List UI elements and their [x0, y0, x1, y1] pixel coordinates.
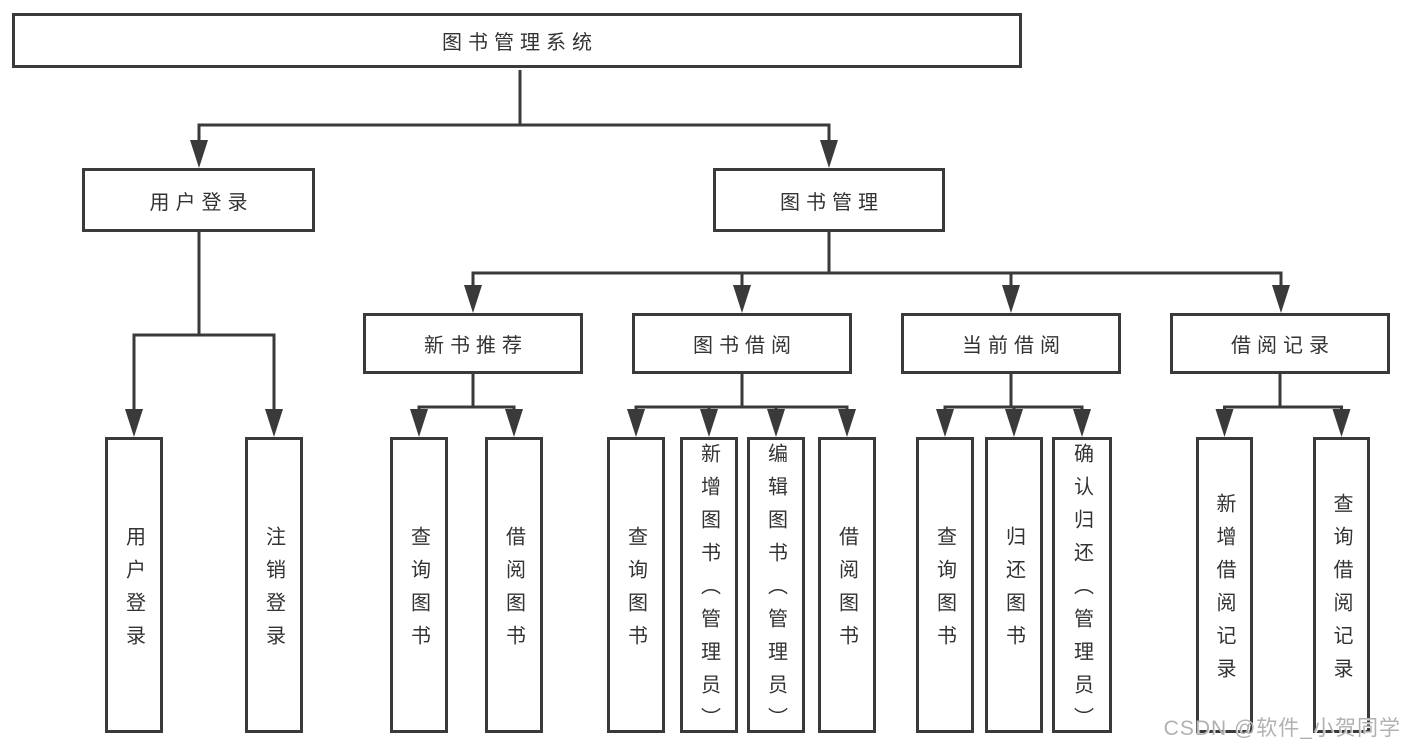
node-borrow-records: 借阅记录 — [1170, 313, 1390, 374]
leaf-confirm-return-admin-label: 确认归还（管理员） — [1070, 443, 1093, 740]
leaf-borrow-book: 借阅图书 — [818, 437, 876, 733]
arrowhead — [190, 140, 208, 168]
arrowhead — [1272, 285, 1290, 313]
arrowhead — [505, 409, 523, 437]
arrowhead — [627, 409, 645, 437]
arrowhead — [1002, 285, 1020, 313]
node-book-borrow: 图书借阅 — [632, 313, 852, 374]
leaf-edit-book-admin-label: 编辑图书（管理员） — [764, 443, 787, 740]
leaf-user-login: 用户登录 — [105, 437, 163, 733]
arrowhead — [1073, 409, 1091, 437]
node-user-login-label: 用户登录 — [149, 191, 254, 214]
connector-userlogin-to-leaves — [132, 232, 276, 416]
connector-bookmgmt-to-level3 — [471, 232, 1283, 292]
node-current-borrow: 当前借阅 — [901, 313, 1121, 374]
node-new-book-rec-label: 新书推荐 — [424, 335, 528, 357]
leaf-edit-book-admin: 编辑图书（管理员） — [747, 437, 805, 740]
node-borrow-records-label: 借阅记录 — [1231, 335, 1335, 357]
node-book-mgmt-label: 图书管理 — [780, 191, 884, 214]
leaf-add-book-admin-label: 新增图书（管理员） — [697, 443, 720, 740]
node-current-borrow-label: 当前借阅 — [962, 335, 1066, 357]
leaf-return-book: 归还图书 — [985, 437, 1043, 733]
arrowhead — [936, 409, 954, 437]
leaf-query-borrow-record-label: 查询借阅记录 — [1330, 492, 1352, 691]
node-new-book-rec: 新书推荐 — [363, 313, 583, 374]
leaf-confirm-return-admin: 确认归还（管理员） — [1052, 437, 1112, 740]
arrowhead — [838, 409, 856, 437]
arrowhead — [733, 285, 751, 313]
node-root: 图书管理系统 — [12, 13, 1022, 68]
arrowhead — [410, 409, 428, 437]
csdn-watermark: CSDN @软件_小贺同学 — [1163, 717, 1401, 740]
arrowhead — [464, 285, 482, 313]
node-book-borrow-label: 图书借阅 — [693, 335, 797, 357]
leaf-query-book-newrec-label: 查询图书 — [407, 525, 430, 658]
arrowhead — [700, 409, 718, 437]
arrowhead — [125, 409, 143, 437]
leaf-borrow-book-label: 借阅图书 — [835, 525, 858, 658]
connector-borrow-to-leaves — [634, 374, 849, 416]
leaf-add-borrow-record: 新增借阅记录 — [1196, 437, 1253, 733]
leaf-user-login-label: 用户登录 — [122, 525, 145, 658]
leaf-add-borrow-record-label: 新增借阅记录 — [1213, 492, 1235, 691]
arrowhead — [1332, 409, 1351, 437]
connector-newbook-to-leaves — [417, 374, 516, 416]
leaf-borrow-book-newrec-label: 借阅图书 — [502, 525, 525, 658]
arrowhead — [1005, 409, 1023, 437]
leaf-query-borrow-record: 查询借阅记录 — [1313, 437, 1370, 733]
leaf-logout-label: 注销登录 — [262, 525, 285, 658]
arrowhead — [767, 409, 785, 437]
arrowhead — [820, 140, 838, 168]
arrowhead — [1215, 409, 1234, 437]
node-book-mgmt: 图书管理 — [713, 168, 945, 232]
leaf-query-book-newrec: 查询图书 — [390, 437, 448, 733]
connector-root-to-level2 — [197, 70, 831, 146]
leaf-logout: 注销登录 — [245, 437, 303, 733]
leaf-borrow-book-newrec: 借阅图书 — [485, 437, 543, 733]
node-root-label: 图书管理系统 — [442, 32, 598, 54]
leaf-query-book-borrow-label: 查询图书 — [624, 525, 647, 658]
leaf-return-book-label: 归还图书 — [1002, 525, 1025, 658]
connector-records-to-leaves — [1223, 374, 1343, 416]
leaf-query-book-current-label: 查询图书 — [933, 525, 956, 658]
arrowheads — [125, 140, 1351, 437]
arrowhead — [265, 409, 283, 437]
leaf-query-book-borrow: 查询图书 — [607, 437, 665, 733]
leaf-add-book-admin: 新增图书（管理员） — [680, 437, 738, 740]
leaf-query-book-current: 查询图书 — [916, 437, 974, 733]
node-user-login: 用户登录 — [82, 168, 315, 232]
